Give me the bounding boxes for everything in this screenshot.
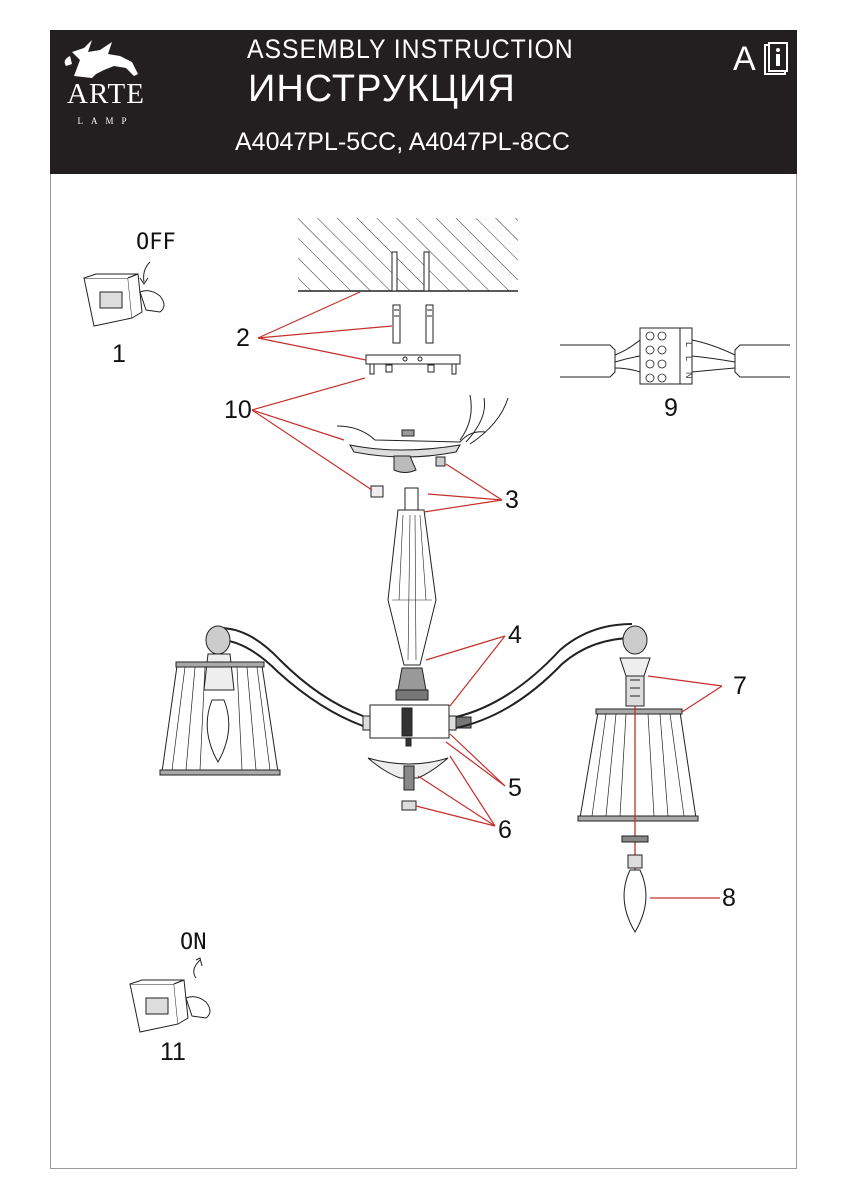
brand-name: ARTE	[67, 78, 145, 110]
brand-subtitle: LAMP	[77, 116, 135, 126]
step-1-number: 1	[112, 340, 126, 368]
left-arm-assembly	[159, 625, 364, 776]
griffin-logo-icon	[64, 40, 138, 78]
right-arm-assembly	[455, 623, 699, 933]
step-9-number: 9	[664, 394, 678, 422]
step-8-number: 8	[722, 884, 736, 912]
terminal-mark-3: N	[684, 372, 694, 379]
mounting-plate	[365, 354, 461, 375]
step-7-number: 7	[733, 672, 747, 700]
step-3-number: 3	[505, 486, 519, 514]
terminal-block	[560, 327, 790, 385]
step-5-number: 5	[508, 774, 522, 802]
step-4-number: 4	[508, 621, 522, 649]
bottom-finial	[367, 757, 449, 811]
mounting-screws	[392, 304, 434, 344]
info-book-icon	[764, 42, 788, 75]
off-label: OFF	[136, 230, 176, 255]
step-2-number: 2	[236, 324, 250, 352]
terminal-mark-2: L	[684, 356, 694, 361]
on-label: ON	[180, 930, 207, 955]
central-hub	[362, 704, 472, 747]
title-russian: ИНСТРУКЦИЯ	[248, 68, 516, 110]
canopy	[336, 394, 509, 498]
step-11-number: 11	[160, 1038, 186, 1066]
step-10-number: 10	[224, 396, 252, 424]
ceiling-hatch	[298, 218, 518, 292]
title-english: ASSEMBLY INSTRUCTION	[247, 34, 574, 64]
language-letter: A	[733, 40, 756, 78]
wall-switch-on-icon	[129, 957, 211, 1033]
step-6-number: 6	[498, 816, 512, 844]
terminal-mark-1: L	[684, 342, 694, 347]
leader-lines	[251, 291, 723, 899]
center-column	[387, 487, 437, 701]
header-bar	[50, 30, 797, 174]
wall-switch-off-icon	[83, 261, 165, 327]
model-numbers: A4047PL-5CC, A4047PL-8CC	[235, 128, 570, 156]
